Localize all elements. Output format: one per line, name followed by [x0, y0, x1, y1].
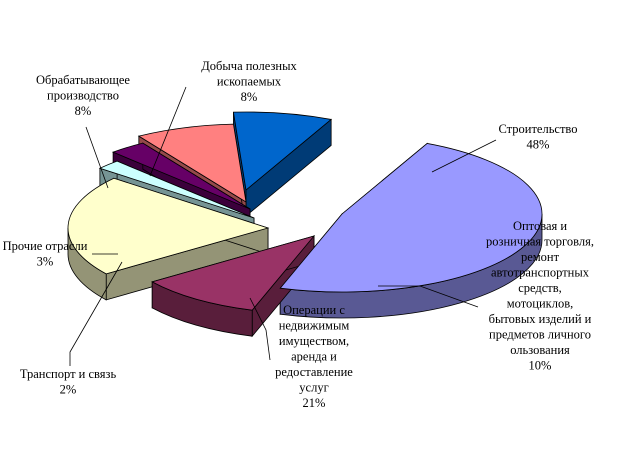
- leader-line-real_estate: [249, 297, 271, 361]
- slice-label-line: розничная торговля,: [486, 235, 594, 249]
- slice-pct-construction: 48%: [527, 138, 550, 152]
- slice-label-line: предметов личного: [489, 328, 591, 342]
- slice-label-line: Строительство: [498, 122, 577, 136]
- slice-pct-mining: 8%: [241, 90, 258, 104]
- pie-slice-construction: [279, 142, 543, 293]
- pie-slice-other: [111, 142, 251, 210]
- leader-lines: [69, 86, 497, 366]
- slice-pct-real_estate: 21%: [303, 396, 326, 410]
- slice-label-line: мотоциклов,: [507, 297, 574, 311]
- slice-label-line: средств,: [518, 281, 562, 295]
- slice-pct-trade: 10%: [529, 359, 552, 373]
- slice-label-line: автотранспортных: [491, 266, 590, 280]
- pie-slice-trade: [151, 235, 316, 311]
- slice-label-other: Прочие отрасли 3%: [3, 239, 88, 269]
- pie-slice-manufacturing: [137, 123, 247, 203]
- slice-label-line: Оптовая и: [513, 219, 567, 233]
- leader-line-transport: [69, 261, 123, 366]
- slice-label-line: имуществом,: [279, 334, 349, 348]
- slice-label-line: производство: [47, 89, 119, 103]
- slice-label-line: Операции с: [283, 303, 345, 317]
- slice-pct-transport: 2%: [60, 383, 77, 397]
- leader-line-construction: [431, 139, 497, 173]
- pie-slice-transport: [98, 160, 255, 219]
- pie-slice-real_estate: [67, 177, 270, 275]
- slice-label-line: редоставление: [275, 365, 353, 379]
- slice-label-trade: Оптовая и розничная торговля,ремонт автотр…: [486, 219, 594, 373]
- slice-label-construction: Строительство 48%: [498, 122, 577, 152]
- slice-label-line: бытовых изделий и: [489, 312, 592, 326]
- slice-label-line: Обрабатывающее: [36, 73, 130, 87]
- slice-label-line: Транспорт и связь: [20, 367, 117, 381]
- slice-pct-manufacturing: 8%: [75, 104, 92, 118]
- slice-label-line: ископаемых: [217, 75, 282, 89]
- pie-slice-mining: [232, 111, 333, 191]
- slice-labels: Строительство 48% Оптовая и розничная торго…: [3, 59, 594, 410]
- slice-label-line: ользования: [510, 343, 570, 357]
- slice-label-line: услуг: [299, 381, 328, 395]
- slice-label-line: Добыча полезных: [201, 59, 297, 73]
- slice-label-transport: Транспорт и связь 2%: [20, 367, 117, 397]
- pie-tops: [67, 111, 543, 311]
- slice-pct-other: 3%: [37, 255, 54, 269]
- leader-line-mining: [149, 86, 187, 177]
- slice-label-line: ремонт: [521, 250, 560, 264]
- leader-line-trade: [378, 285, 479, 308]
- slice-label-line: недвижимым: [279, 319, 350, 333]
- slice-label-line: Прочие отрасли: [3, 239, 88, 253]
- leader-line-manufacturing: [85, 126, 109, 189]
- slice-label-line: аренда и: [291, 350, 337, 364]
